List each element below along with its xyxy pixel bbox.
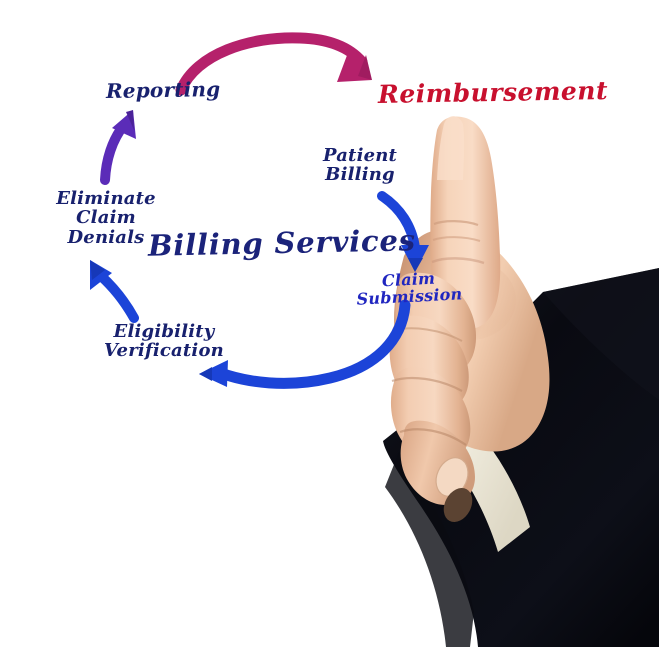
folded-fingers bbox=[389, 272, 477, 523]
arrow-patient-billing-to-claim bbox=[377, 191, 429, 272]
arrow-reporting-to-reimbursement bbox=[175, 32, 372, 96]
stage-label-eliminate-claim-denials: Eliminate Claim Denials bbox=[56, 188, 156, 248]
suit-sleeve bbox=[383, 268, 659, 647]
stage-label-eligibility-verification: Eligibility Verification bbox=[104, 321, 224, 362]
index-finger bbox=[430, 116, 501, 330]
arrow-eliminate-to-reporting bbox=[100, 110, 136, 185]
arrow-claim-to-eligibility bbox=[199, 299, 411, 389]
stage-label-claim-submission: Claim Submission bbox=[356, 268, 463, 310]
stage-label-reimbursement: Reimbursement bbox=[377, 75, 609, 110]
arrow-eligibility-to-eliminate bbox=[90, 260, 139, 323]
stage-label-patient-billing: Patient Billing bbox=[322, 145, 398, 186]
stage-label-reporting: Reporting bbox=[105, 77, 221, 103]
center-title: Billing Services bbox=[147, 223, 417, 263]
